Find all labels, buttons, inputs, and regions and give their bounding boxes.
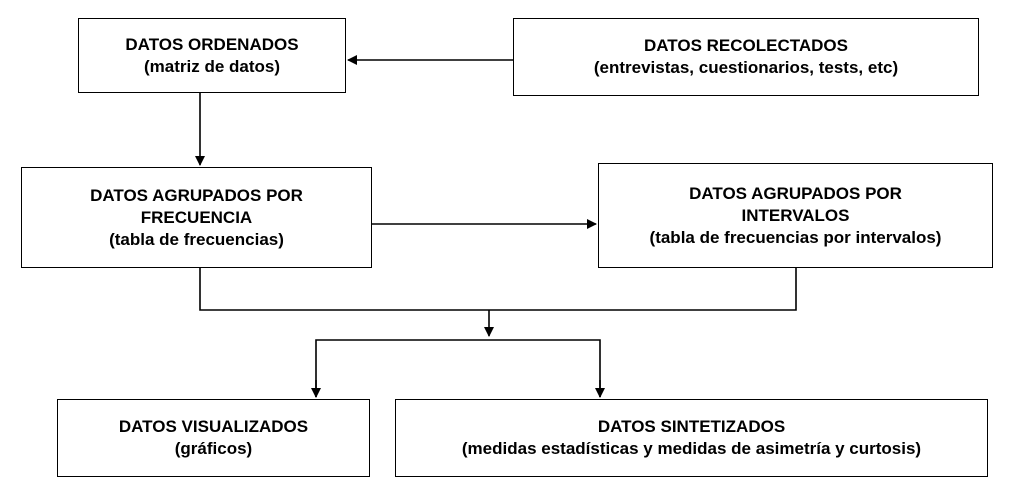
box-subtitle: (gráficos) [174, 439, 253, 458]
box-title: DATOS ORDENADOS [125, 34, 299, 54]
box-title: DATOS AGRUPADOS POR [689, 183, 902, 203]
box-title: DATOS VISUALIZADOS [118, 417, 309, 436]
box-datos-recolectados: DATOS RECOLECTADOS (entrevistas, cuestio… [513, 18, 979, 96]
box-datos-visualizados: DATOS VISUALIZADOS (gráficos) [57, 399, 370, 477]
box-title: DATOS AGRUPADOS POR [90, 185, 303, 205]
merge-connector [199, 268, 797, 311]
box-subtitle: (entrevistas, cuestionarios, tests, etc) [593, 58, 899, 77]
box-title-continued: FRECUENCIA [140, 207, 253, 227]
split-connector [315, 339, 601, 397]
box-subtitle: (tabla de frecuencias) [109, 229, 284, 249]
box-subtitle: (medidas estadísticas y medidas de asime… [461, 439, 922, 458]
box-title: DATOS SINTETIZADOS [597, 417, 786, 436]
box-subtitle: (tabla de frecuencias por intervalos) [649, 227, 942, 247]
box-datos-agrupados-intervalos: DATOS AGRUPADOS POR INTERVALOS (tabla de… [598, 163, 993, 268]
box-title: DATOS RECOLECTADOS [643, 36, 848, 55]
box-datos-sintetizados: DATOS SINTETIZADOS (medidas estadísticas… [395, 399, 988, 477]
box-title-continued: INTERVALOS [741, 205, 850, 225]
box-datos-agrupados-frecuencia: DATOS AGRUPADOS POR FRECUENCIA (tabla de… [21, 167, 372, 268]
box-datos-ordenados: DATOS ORDENADOS (matriz de datos) [78, 18, 346, 93]
box-subtitle: (matriz de datos) [143, 56, 281, 76]
